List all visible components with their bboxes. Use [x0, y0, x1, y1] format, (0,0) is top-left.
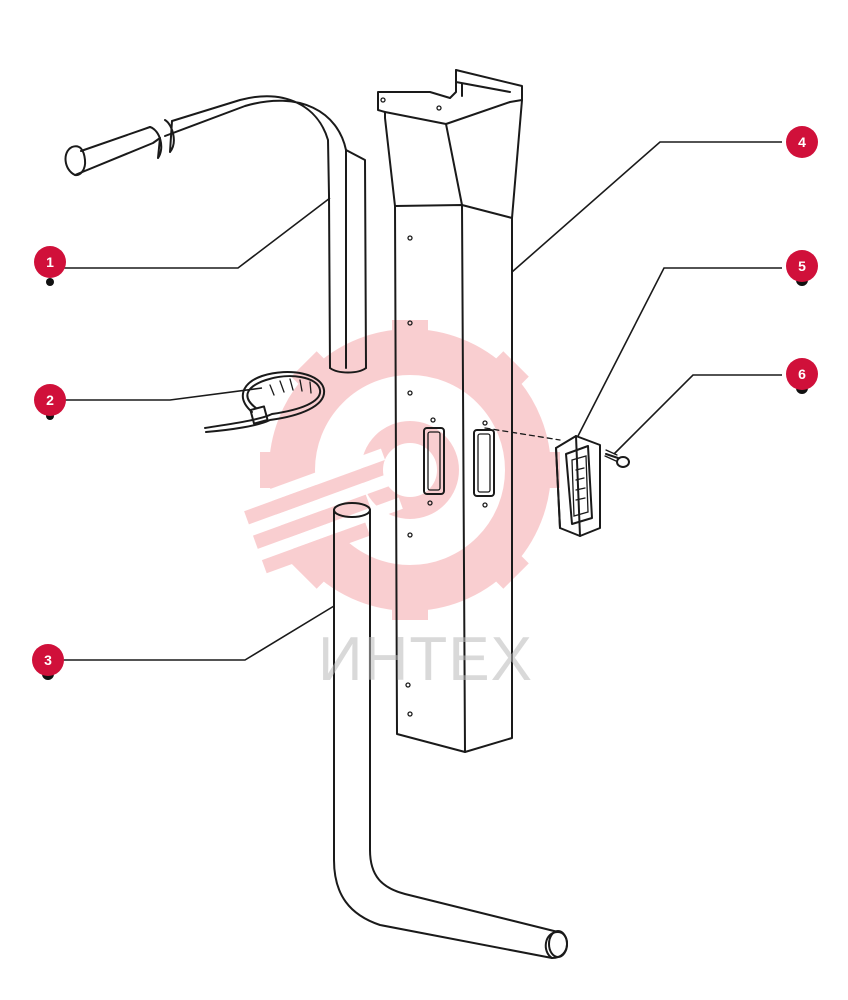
- part-1-handle-tube: [64, 95, 367, 374]
- callout-1[interactable]: 1: [34, 246, 66, 286]
- callout-4-label: 4: [798, 134, 806, 150]
- callout-3-label: 3: [44, 652, 52, 668]
- part-3-lower-tube: [333, 502, 568, 959]
- callout-3[interactable]: 3: [32, 644, 64, 680]
- watermark-text: ИНТЕХ: [318, 625, 533, 694]
- leader-lines: [60, 141, 782, 661]
- leader-3: [60, 605, 335, 661]
- leader-2: [60, 387, 263, 401]
- callout-5[interactable]: 5: [786, 250, 818, 286]
- callout-6-label: 6: [798, 366, 806, 382]
- watermark-logo: [239, 320, 560, 620]
- part-4-column: [377, 69, 561, 753]
- part-6-screw: [604, 449, 630, 468]
- part-5-connector: [555, 435, 601, 537]
- callout-4[interactable]: 4: [786, 126, 818, 158]
- part-2-cable-tie: [204, 371, 326, 433]
- callout-1-label: 1: [46, 254, 54, 270]
- callout-5-label: 5: [798, 258, 806, 274]
- callout-2[interactable]: 2: [34, 384, 66, 420]
- callout-2-label: 2: [46, 392, 54, 408]
- leader-4: [511, 141, 782, 273]
- leader-5: [577, 267, 782, 437]
- leader-6: [613, 374, 782, 455]
- callout-6[interactable]: 6: [786, 358, 818, 394]
- leader-1: [60, 197, 331, 269]
